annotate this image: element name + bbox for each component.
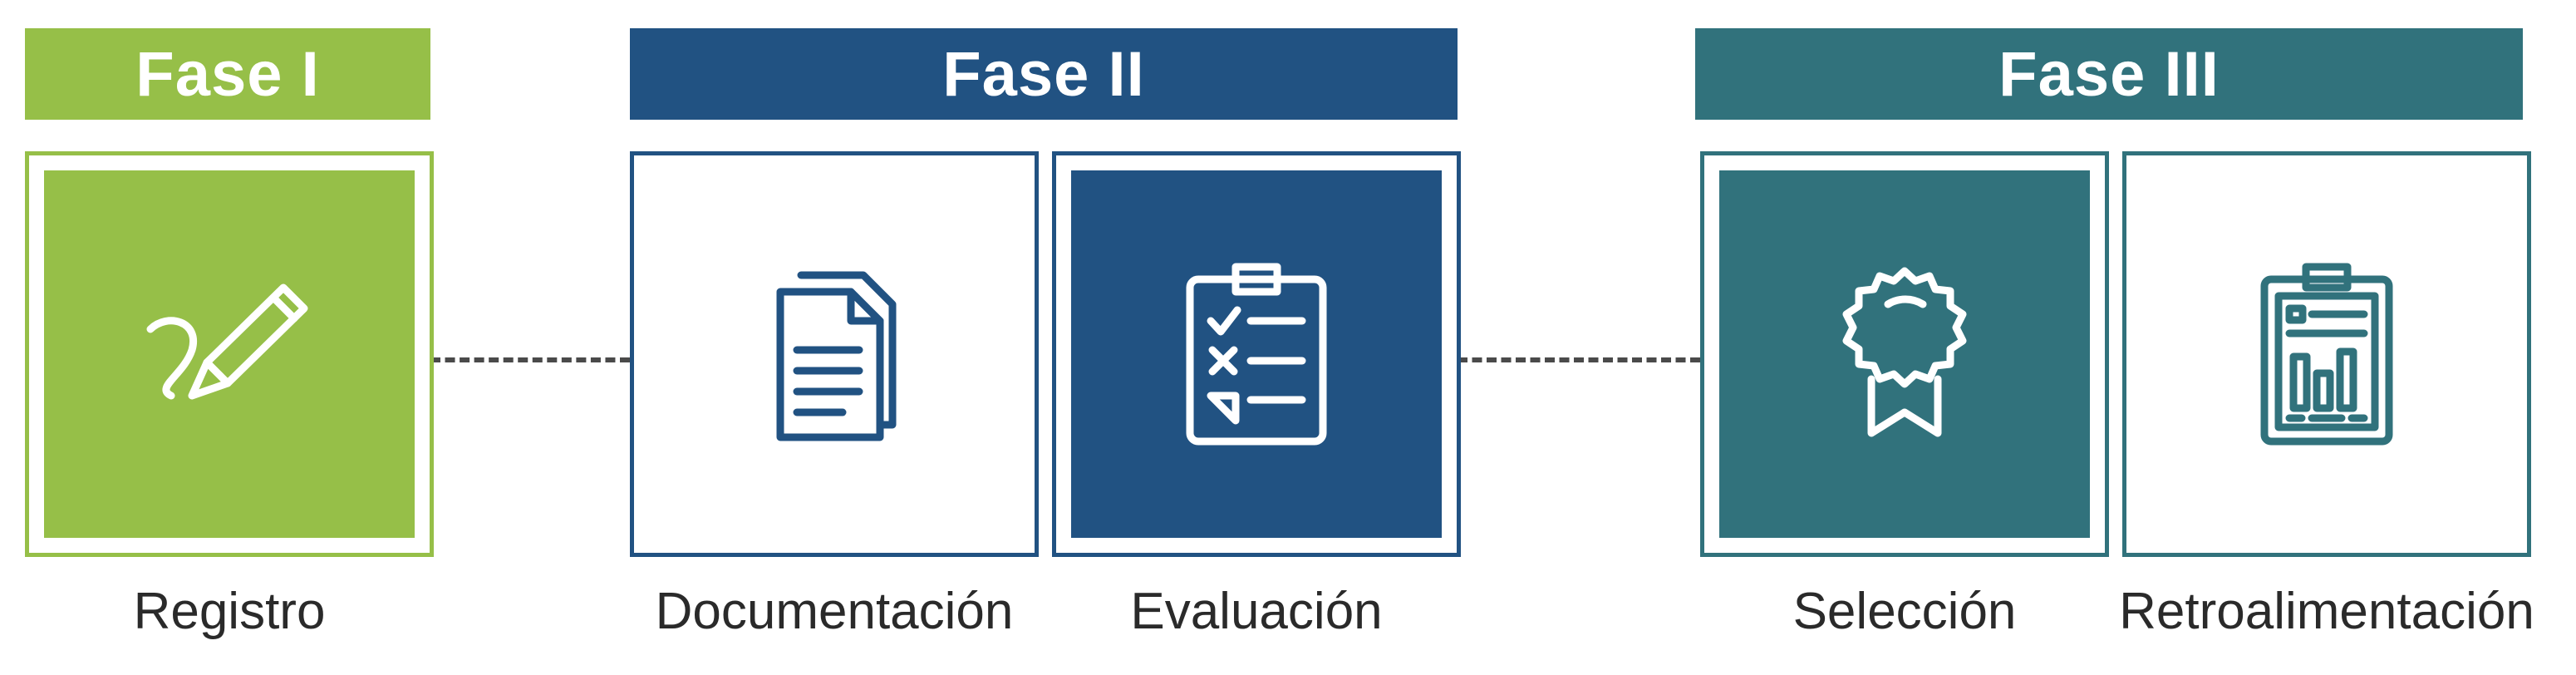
phase-header-2: Fase II bbox=[630, 28, 1458, 120]
connector-line-2 bbox=[1458, 357, 1700, 362]
step-tile-documentacion bbox=[630, 151, 1039, 557]
checklist-clipboard-icon bbox=[1186, 263, 1327, 446]
report-clipboard-icon bbox=[2260, 263, 2393, 446]
phase-title: Fase I bbox=[135, 38, 320, 110]
phase-title: Fase II bbox=[942, 38, 1145, 110]
documents-icon bbox=[776, 271, 897, 441]
phase-title: Fase III bbox=[1998, 38, 2220, 110]
step-label-evaluacion: Evaluación bbox=[1130, 582, 1383, 640]
step-label-seleccion: Selección bbox=[1792, 582, 2017, 640]
phase-header-3: Fase III bbox=[1695, 28, 2523, 120]
phase-header-1: Fase I bbox=[25, 28, 430, 120]
award-badge-icon bbox=[1842, 267, 1967, 437]
step-tile-retroalimentacion bbox=[2122, 151, 2531, 557]
step-tile-registro bbox=[25, 151, 434, 557]
step-tile-evaluacion bbox=[1052, 151, 1461, 557]
connector-line-1 bbox=[430, 357, 630, 362]
pen-icon bbox=[146, 283, 308, 400]
step-tile-seleccion bbox=[1700, 151, 2109, 557]
step-label-documentacion: Documentación bbox=[655, 582, 1014, 640]
step-label-retroalimentacion: Retroalimentación bbox=[2119, 582, 2534, 640]
step-label-registro: Registro bbox=[133, 582, 326, 640]
